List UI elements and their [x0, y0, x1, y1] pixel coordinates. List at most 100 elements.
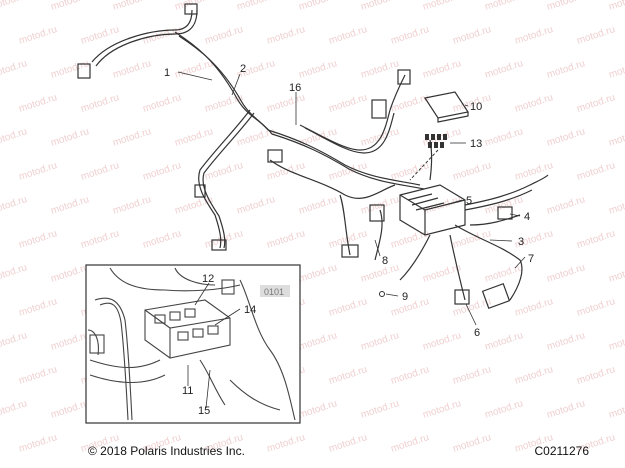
watermark-text: motod.ru — [608, 398, 625, 421]
watermark-text: motod.ru — [142, 24, 183, 47]
callout-10: 10 — [470, 101, 482, 113]
watermark-text: motod.ru — [360, 0, 401, 13]
watermark-text: motod.ru — [0, 398, 28, 421]
watermark-text: motod.ru — [266, 432, 307, 455]
watermark-text: motod.ru — [80, 228, 121, 251]
callout-6: 6 — [474, 327, 480, 339]
watermark-text: motod.ru — [174, 58, 215, 81]
watermark-text: motod.ru — [0, 262, 28, 285]
watermark-text: motod.ru — [390, 24, 431, 47]
watermark-text: motod.ru — [422, 398, 463, 421]
watermark-text: motod.ru — [514, 160, 555, 183]
callout-7: 7 — [528, 253, 534, 265]
watermark-text: motod.ru — [18, 228, 59, 251]
watermark-text: motod.ru — [298, 398, 339, 421]
watermark-text: motod.ru — [80, 92, 121, 115]
watermark-text: motod.ru — [204, 24, 245, 47]
callout-1: 1 — [164, 67, 170, 79]
watermark-text: motod.ru — [360, 262, 401, 285]
watermark-text: motod.ru — [360, 58, 401, 81]
watermark-text: motod.ru — [546, 0, 587, 13]
watermark-text: motod.ru — [546, 330, 587, 353]
watermark-text: motod.ru — [298, 194, 339, 217]
watermark-text: motod.ru — [328, 24, 369, 47]
watermark-text: motod.ru — [80, 24, 121, 47]
watermark-text: motod.ru — [576, 296, 617, 319]
watermark-text: motod.ru — [174, 126, 215, 149]
detail-badge-box — [260, 285, 290, 297]
callout-13: 13 — [470, 138, 482, 150]
watermark-text: motod.ru — [298, 330, 339, 353]
watermark-text: motod.ru — [484, 398, 525, 421]
watermark-text: motod.ru — [546, 126, 587, 149]
watermark-text: motod.ru — [546, 58, 587, 81]
watermark-text: motod.ru — [18, 160, 59, 183]
watermark-text: motod.ru — [608, 194, 625, 217]
watermark-text: motod.ru — [0, 0, 28, 13]
watermark-text: motod.ru — [18, 24, 59, 47]
callout-11: 11 — [182, 385, 193, 397]
watermark-text: motod.ru — [484, 194, 525, 217]
watermark-text: motod.ru — [50, 330, 91, 353]
watermark-text: motod.ru — [608, 58, 625, 81]
callout-9: 9 — [402, 291, 408, 303]
watermark-text: motod.ru — [546, 194, 587, 217]
watermark-text: motod.ru — [266, 160, 307, 183]
watermark-text: motod.ru — [422, 0, 463, 13]
watermark-text: motod.ru — [18, 432, 59, 455]
watermark-text: motod.ru — [80, 160, 121, 183]
watermark-text: motod.ru — [576, 160, 617, 183]
dashed-leader-13 — [409, 149, 439, 181]
watermark-text: motod.ru — [484, 330, 525, 353]
watermark-text: motod.ru — [204, 160, 245, 183]
watermark-text: motod.ru — [142, 228, 183, 251]
watermark-text: motod.ru — [422, 330, 463, 353]
watermark-text: motod.ru — [18, 92, 59, 115]
watermark-text: motod.ru — [390, 296, 431, 319]
watermark-text: motod.ru — [608, 0, 625, 13]
watermark-text: motod.ru — [50, 398, 91, 421]
watermark-text: motod.ru — [546, 398, 587, 421]
watermark-text: motod.ru — [576, 364, 617, 387]
watermark-text: motod.ru — [236, 126, 277, 149]
watermark-text: motod.ru — [452, 364, 493, 387]
watermark-text: motod.ru — [328, 92, 369, 115]
detail-inset: 0101 — [85, 264, 301, 424]
watermark-text: motod.ru — [484, 58, 525, 81]
watermark-text: motod.ru — [452, 296, 493, 319]
watermark-text: motod.ru — [328, 160, 369, 183]
watermark-text: motod.ru — [576, 24, 617, 47]
callout-labels: 1 2 3 4 5 6 7 8 9 10 11 12 13 14 15 16 — [164, 63, 534, 417]
watermark-text: motod.ru — [514, 24, 555, 47]
detail-badge: 0101 — [264, 287, 284, 297]
watermark-text: motod.ru — [484, 126, 525, 149]
watermark-text: motod.ru — [112, 194, 153, 217]
watermark-text: motod.ru — [0, 58, 28, 81]
watermark-text: motod.ru — [236, 194, 277, 217]
watermark-text: motod.ru — [174, 0, 215, 13]
watermark-text: motod.ru — [112, 0, 153, 13]
watermark-text: motod.ru — [452, 160, 493, 183]
watermark-text: motod.ru — [576, 228, 617, 251]
watermark-text: motod.ru — [484, 0, 525, 13]
watermark-text: motod.ru — [328, 364, 369, 387]
watermark-text: motod.ru — [452, 228, 493, 251]
watermark-text: motod.ru — [514, 296, 555, 319]
watermark-text: motod.ru — [50, 262, 91, 285]
watermark-text: motod.ru — [266, 92, 307, 115]
copyright-text: © 2018 Polaris Industries Inc. — [88, 444, 245, 458]
watermark-text: motod.ru — [390, 432, 431, 455]
watermark-text: motod.ru — [452, 432, 493, 455]
callout-14: 14 — [244, 304, 256, 316]
leader-lines — [177, 71, 526, 409]
callout-12: 12 — [202, 273, 214, 285]
callout-8: 8 — [382, 255, 388, 267]
watermark-text: motod.ru — [514, 92, 555, 115]
figure-code: C0211276 — [534, 444, 590, 458]
watermark-text: motod.ru — [546, 262, 587, 285]
watermark-text: motod.ru — [608, 262, 625, 285]
watermark-text: motod.ru — [142, 160, 183, 183]
watermark-text: motod.ru — [484, 262, 525, 285]
watermark-text: motod.ru — [360, 398, 401, 421]
